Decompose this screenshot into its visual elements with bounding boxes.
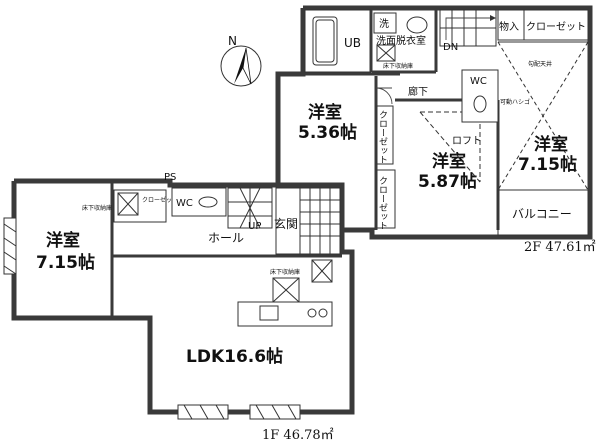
floor2-area-label: 2F 47.61㎡ <box>524 240 596 255</box>
entrance-tile-pattern <box>299 188 340 254</box>
floor-1: 洋室 7.15帖 クローゼット 床下収納庫 PS WC UP ホール <box>3 172 355 443</box>
bath-label: UB <box>344 36 361 50</box>
underfloor-hatch-1f-a <box>117 192 139 216</box>
closet-a <box>376 105 394 165</box>
up-label: UP <box>248 221 261 232</box>
stairs-1f <box>227 187 273 229</box>
kitchen-counter <box>237 301 333 327</box>
closet-1f-label: クローゼット <box>142 196 178 204</box>
north-label: N <box>228 34 237 48</box>
wc-2f-label: WC <box>470 76 487 87</box>
room-c-name: 洋室 <box>534 134 568 155</box>
underfloor-storage-2f-label: 床下収納庫 <box>383 62 413 70</box>
underfloor-hatch-2f <box>376 44 396 62</box>
floor-2: 洗 UB 洗面脱衣室 床下収納庫 DN 物入 クローゼット クローゼッ <box>275 5 596 255</box>
bath-room <box>304 9 372 73</box>
bathtub <box>312 16 338 66</box>
closet-top-label: クローゼット <box>526 21 586 33</box>
entrance-label: 玄関 <box>274 216 298 231</box>
room-b-size: 5.87帖 <box>418 171 477 192</box>
floor1-outer-wall <box>11 178 355 415</box>
room-1f-size: 7.15帖 <box>36 252 95 273</box>
dn-label: DN <box>443 42 458 53</box>
compass-ring <box>220 45 262 87</box>
entrance <box>275 187 341 255</box>
ldk-label: LDK16.6帖 <box>186 346 283 367</box>
toilet-1f <box>198 196 218 208</box>
bathtub-inner <box>315 19 335 63</box>
balcony <box>497 189 589 236</box>
washing-machine <box>373 12 397 34</box>
washroom-label: 洗面脱衣室 <box>376 34 426 47</box>
room-b-name: 洋室 <box>432 151 466 172</box>
hallway-label: 廊下 <box>408 85 428 98</box>
north-arrow-tail-icon <box>242 47 252 85</box>
fridge-space <box>311 259 333 283</box>
balcony-label: バルコニー <box>512 207 572 221</box>
loft-label: ロフト <box>452 136 482 147</box>
room-c-size: 7.15帖 <box>518 154 577 175</box>
ps-label: PS <box>164 172 176 183</box>
compass: N <box>220 34 262 87</box>
toilet-2f <box>473 95 487 113</box>
stove-burner-right <box>318 308 328 318</box>
closet-b-label: クローゼット <box>377 176 388 230</box>
room-1f-name: 洋室 <box>46 230 80 251</box>
wc-1f-label: WC <box>176 198 193 209</box>
storage-top <box>497 9 525 41</box>
stove-burner-left <box>307 308 317 318</box>
underfloor-storage-1f-b-label: 床下収納庫 <box>270 268 300 276</box>
sloped-ceiling-label: 勾配天井 <box>528 60 552 68</box>
kitchen-sink <box>259 305 279 321</box>
room-a-door <box>375 87 393 105</box>
stairs-2f <box>439 9 497 47</box>
washing-machine-label: 洗 <box>379 18 389 30</box>
hall-label: ホール <box>208 231 244 245</box>
closet-1f <box>113 189 167 223</box>
underfloor-storage-1f-a-label: 床下収納庫 <box>82 204 112 212</box>
north-arrow-icon <box>234 48 246 84</box>
wash-basin <box>406 16 428 34</box>
closet-a-label: クローゼット <box>377 110 388 164</box>
movable-ladder-label: 可動ハシゴ <box>500 98 530 106</box>
window-1f-left <box>3 217 17 275</box>
closet-top <box>523 9 589 41</box>
floor1-area-label: 1F 46.78㎡ <box>262 428 334 443</box>
room-a-size: 5.36帖 <box>298 122 357 143</box>
room-a-name: 洋室 <box>308 102 342 123</box>
storage-label: 物入 <box>499 20 519 33</box>
closet-b <box>376 169 396 229</box>
